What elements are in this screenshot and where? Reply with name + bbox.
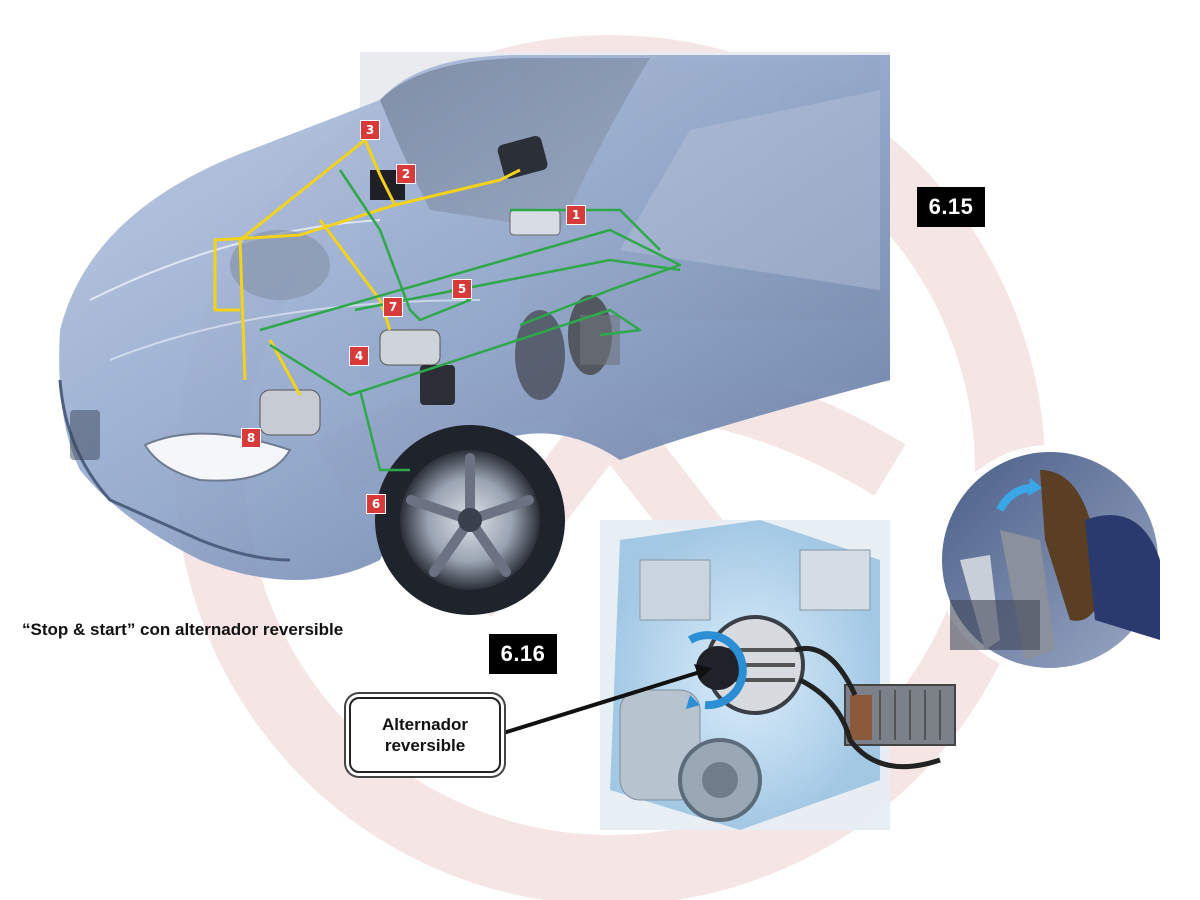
marker-5: 5 (452, 279, 472, 299)
marker-3: 3 (360, 120, 380, 140)
alternator-callout: Alternador reversible (349, 697, 501, 773)
engine-illustration (600, 520, 956, 830)
figure-caption: “Stop & start” con alternador reversible (22, 620, 344, 639)
callout-line-2: reversible (384, 736, 466, 755)
marker-2: 2 (396, 164, 416, 184)
marker-7: 7 (383, 297, 403, 317)
marker-6: 6 (366, 494, 386, 514)
figure-label-6-15: 6.15 (917, 187, 985, 227)
marker-8: 8 (241, 428, 261, 448)
marker-4: 4 (349, 346, 369, 366)
figure-label-6-16: 6.16 (489, 634, 557, 674)
marker-1: 1 (566, 205, 586, 225)
wiring-harness (213, 138, 682, 472)
brake-pedal-inset (935, 445, 1165, 675)
car-illustration (58, 52, 890, 615)
callout-line-1: Alternador (382, 715, 468, 734)
